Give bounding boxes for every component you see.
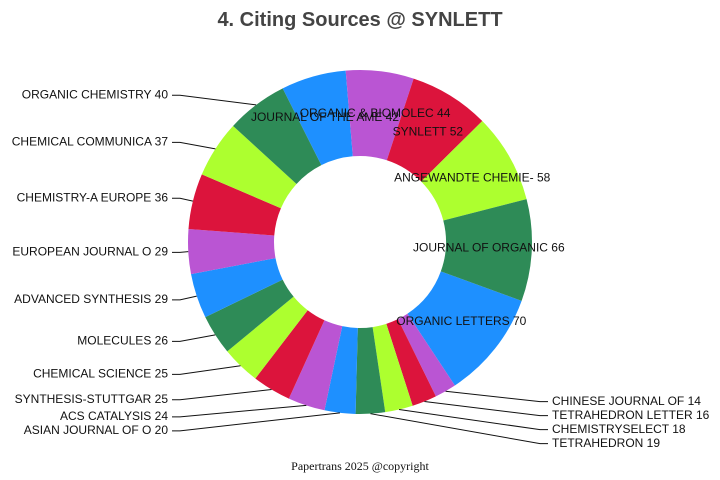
leader-line <box>172 389 272 401</box>
slice-label: JOURNAL OF ORGANIC 66 <box>413 240 565 254</box>
pie-slice <box>345 70 414 161</box>
pie-slice <box>440 199 532 301</box>
pie-slice <box>421 121 527 221</box>
leader-line <box>370 413 548 445</box>
leader-line <box>172 404 307 418</box>
pie-slice <box>227 296 308 379</box>
slice-label: EUROPEAN JOURNAL O 29 <box>12 244 168 258</box>
leader-line <box>445 390 548 403</box>
pie-slice <box>205 279 294 352</box>
slice-label: TETRAHEDRON LETTER 16 <box>552 408 710 422</box>
leader-line <box>172 412 341 432</box>
slice-label: SYNLETT 52 <box>393 124 464 138</box>
slice-label: CHINESE JOURNAL OF 14 <box>552 394 701 408</box>
leader-lines <box>172 94 548 445</box>
pie-slice <box>324 326 358 414</box>
slice-label: ORGANIC LETTERS 70 <box>396 314 526 328</box>
leader-line <box>172 197 194 202</box>
leader-line <box>424 400 548 417</box>
pie-slice <box>407 271 522 386</box>
slice-label: ORGANIC CHEMISTRY 40 <box>22 87 169 101</box>
pie-slice <box>188 228 276 275</box>
leader-line <box>172 295 197 301</box>
slice-label: ANGEWANDTE CHEMIE- 58 <box>394 171 551 185</box>
pie-slice <box>282 70 353 166</box>
pie-slice <box>233 88 322 184</box>
slice-label: CHEMISTRYSELECT 18 <box>552 422 686 436</box>
leader-line <box>172 334 216 342</box>
pie-slice <box>372 323 413 413</box>
leader-line <box>399 409 548 431</box>
slice-label: JOURNAL OF THE AME 42 <box>251 110 399 124</box>
pie-slice <box>191 258 283 318</box>
pie-slice <box>288 320 343 411</box>
slice-label: ORGANIC & BIOMOLEC 44 <box>300 106 451 120</box>
donut-slices <box>188 70 532 414</box>
pie-slice <box>386 78 483 182</box>
slice-label: TETRAHEDRON 19 <box>552 436 660 450</box>
chart-title: 4. Citing Sources @ SYNLETT <box>217 9 502 31</box>
pie-slice <box>386 319 436 406</box>
leader-line <box>172 94 257 106</box>
pie-slice <box>397 313 455 397</box>
slice-label: ASIAN JOURNAL OF O 20 <box>24 423 169 437</box>
leader-line <box>172 365 241 375</box>
slice-label: CHEMICAL SCIENCE 25 <box>33 367 168 381</box>
footer-credit: Papertrans 2025 @copyright <box>291 459 429 473</box>
slice-label: MOLECULES 26 <box>77 334 168 348</box>
slice-label: ACS CATALYSIS 24 <box>60 409 168 423</box>
leader-line <box>172 141 216 150</box>
pie-slice <box>201 125 297 209</box>
slice-label: CHEMISTRY-A EUROPE 36 <box>17 190 169 204</box>
slice-label: SYNTHESIS-STUTTGAR 25 <box>15 392 169 406</box>
slice-label: CHEMICAL COMMUNICA 37 <box>12 135 169 149</box>
slice-label: ADVANCED SYNTHESIS 29 <box>14 292 168 306</box>
leader-line <box>172 251 189 253</box>
pie-slice <box>255 310 325 399</box>
pie-slice <box>355 327 386 414</box>
pie-slice <box>188 174 281 236</box>
